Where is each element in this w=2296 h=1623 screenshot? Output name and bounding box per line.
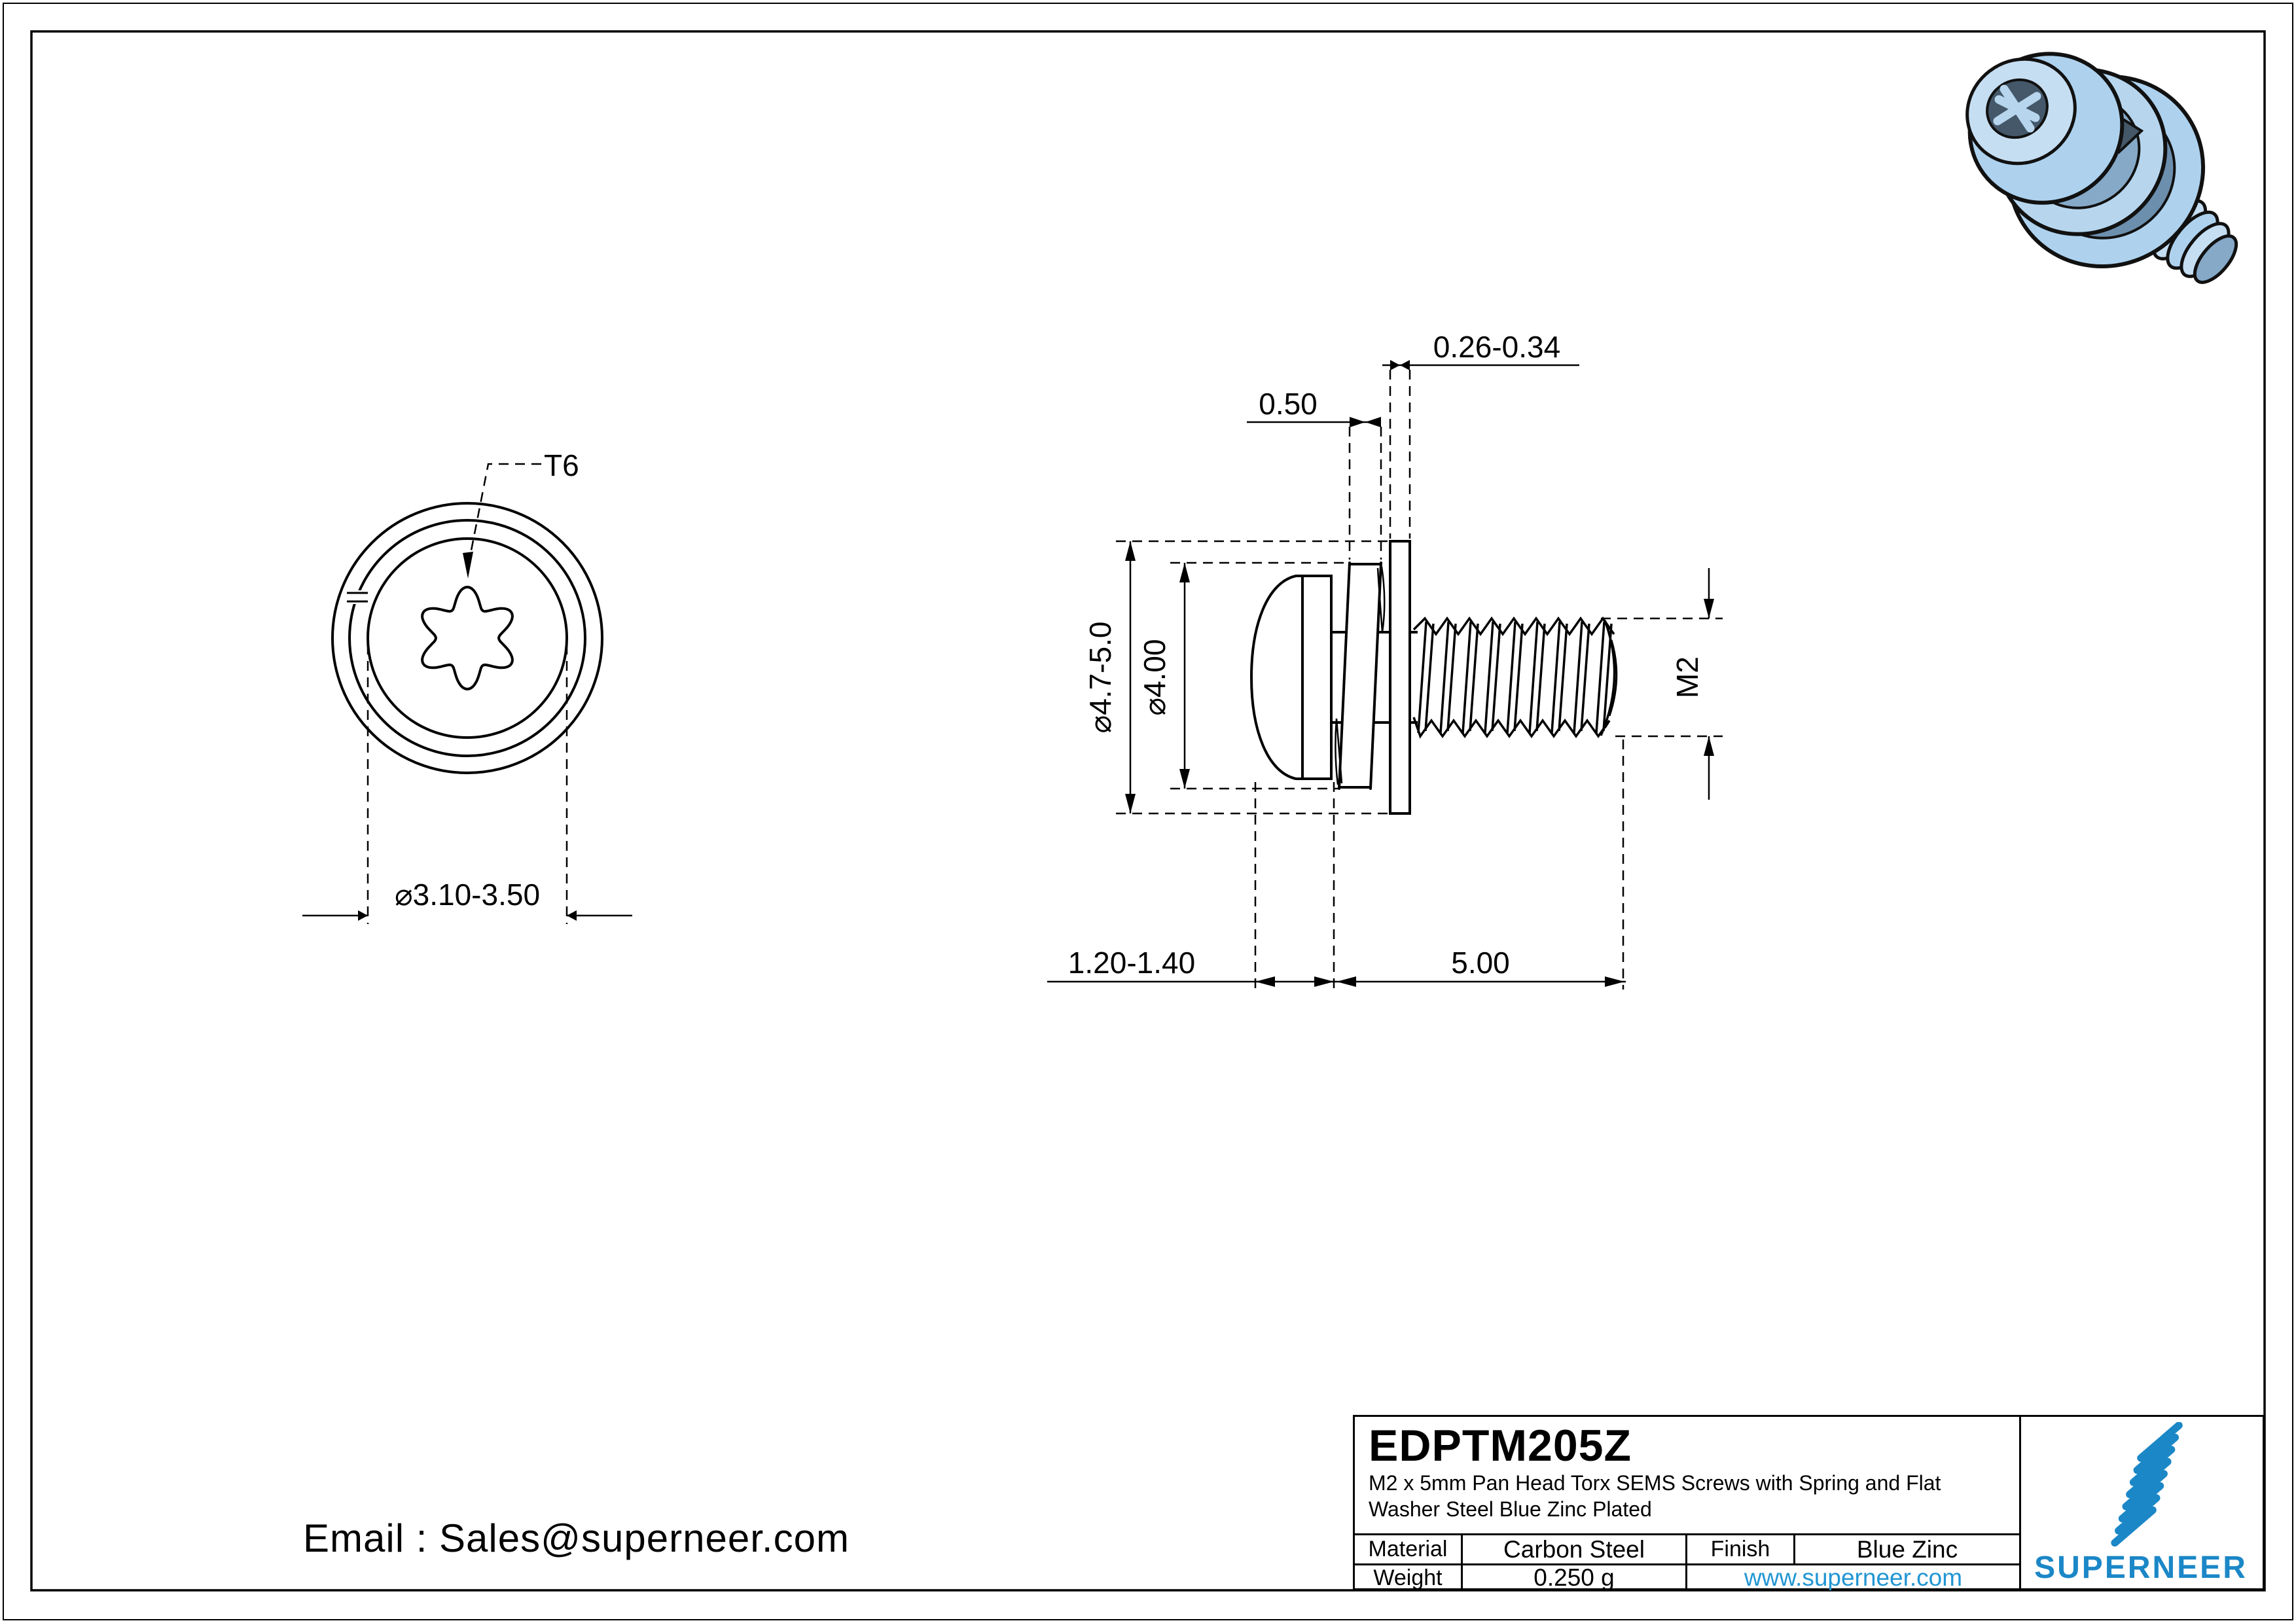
dimension-arrowhead-icon [1704, 599, 1714, 618]
spring-washer-split-cusp [1335, 718, 1343, 785]
brand-logo-stripe [2115, 1494, 2161, 1535]
material-finish-row: Material Carbon Steel Finish Blue Zinc [1355, 1533, 2019, 1563]
screw-3d-render [1965, 52, 2238, 284]
spring-washer-thickness-dimension: 0.50 [1259, 387, 1318, 421]
contact-email[interactable]: Email : Sales@superneer.com [303, 1516, 850, 1560]
head-diameter-dimension: ⌀3.10-3.50 [395, 878, 540, 912]
spring-washer-side [1335, 562, 1386, 790]
front-view: T6 ⌀3.10-3.50 [302, 448, 632, 924]
pan-head-side [1249, 575, 1333, 780]
dimension-arrowhead-icon [1350, 417, 1365, 427]
part-number: EDPTM205Z [1369, 1421, 1632, 1471]
dimension-arrowhead-icon [1365, 417, 1381, 427]
dimension-arrowhead-icon [1125, 541, 1136, 561]
flat-washer-thickness-dimension: 0.26-0.34 [1433, 330, 1560, 364]
dimension-thread-size: M2 [1601, 568, 1723, 800]
dimension-arrowhead-icon [1400, 360, 1410, 370]
flat-washer-outline-front [331, 502, 603, 774]
dimension-arrowhead-icon [1179, 769, 1190, 789]
spring-washer-body [1339, 563, 1381, 789]
part-description-line2: Washer Steel Blue Zinc Plated [1369, 1497, 1652, 1521]
material-label: Material [1355, 1535, 1463, 1563]
thread-profile [1412, 616, 1618, 739]
material-value: Carbon Steel [1463, 1535, 1687, 1563]
dimension-arrowhead-icon [1255, 976, 1275, 987]
side-view: 0.26-0.34 0.50 ⌀4.7-5.0 ⌀4.00 [1047, 330, 1723, 990]
dimension-flat-washer-thickness: 0.26-0.34 [1382, 330, 1579, 539]
dimension-arrowhead-icon [1704, 736, 1714, 756]
spring-washer-edges [1338, 562, 1382, 790]
thread-length-dimension: 5.00 [1451, 946, 1510, 980]
torx-callout-leader [469, 463, 541, 554]
flat-washer-od-dimension: ⌀4.7-5.0 [1083, 622, 1117, 734]
thread-end-curve [1600, 620, 1616, 736]
brand-logo-stripe [2129, 1446, 2176, 1486]
brand-logo-stripe [2118, 1482, 2164, 1523]
brand-logo-stripe [2122, 1470, 2168, 1510]
finish-label: Finish [1687, 1535, 1795, 1563]
brand-logo-cell: SUPERNEER [2019, 1417, 2263, 1588]
brand-logo-mark-icon [2111, 1422, 2183, 1546]
outer-page-border [3, 3, 2293, 1620]
weight-label: Weight [1355, 1565, 1463, 1590]
render-torx-recess [1986, 78, 2049, 139]
dimension-arrowhead-icon [1390, 360, 1400, 370]
finish-value: Blue Zinc [1856, 1535, 1958, 1563]
brand-name: SUPERNEER [2034, 1550, 2248, 1585]
dimension-arrowhead-icon [1314, 976, 1334, 987]
title-block-info: EDPTM205Z M2 x 5mm Pan Head Torx SEMS Sc… [1355, 1417, 2021, 1590]
dimension-spring-washer-od: ⌀4.00 [1138, 562, 1348, 790]
brand-logo-stripe [2126, 1457, 2172, 1499]
spring-washer-split-cusp [1376, 566, 1386, 633]
dimension-flat-washer-od: ⌀4.7-5.0 [1083, 540, 1411, 815]
weight-website-row: Weight 0.250 g www.superneer.com [1355, 1563, 2019, 1590]
flat-washer-side [1389, 540, 1411, 815]
dimension-arrowhead-icon [1125, 794, 1136, 813]
dimension-arrowhead-icon [567, 910, 577, 921]
dimension-arrowhead-icon [358, 910, 368, 921]
dimension-arrowhead-icon [1179, 563, 1190, 582]
drawing-frame [30, 30, 2266, 1592]
head-height-dimension: 1.20-1.40 [1068, 946, 1195, 980]
spring-washer-outline-front [348, 519, 586, 757]
thread-end-curve [1608, 639, 1618, 717]
torx-recess-outline [421, 585, 514, 691]
brand-logo-stripe [2133, 1433, 2179, 1474]
weight-value: 0.250 g [1463, 1565, 1687, 1590]
title-block: EDPTM205Z M2 x 5mm Pan Head Torx SEMS Sc… [1353, 1415, 2265, 1590]
pan-head-profile [1249, 575, 1333, 780]
brand-logo-stripe [2111, 1506, 2157, 1546]
dimension-arrowhead-icon [1336, 976, 1356, 987]
dimension-spring-washer-thickness: 0.50 [1247, 387, 1382, 560]
spring-washer-od-dimension: ⌀4.00 [1138, 639, 1172, 715]
part-description-line1: M2 x 5mm Pan Head Torx SEMS Screws with … [1369, 1471, 1941, 1495]
dimension-head-height-and-length: 1.20-1.40 5.00 [1047, 740, 1626, 990]
brand-logo-stripe [2137, 1422, 2183, 1462]
website-link[interactable]: www.superneer.com [1744, 1565, 1963, 1590]
pan-head-outline-front [367, 537, 568, 739]
part-description-cell: EDPTM205Z M2 x 5mm Pan Head Torx SEMS Sc… [1355, 1417, 2019, 1533]
thread-size-dimension: M2 [1670, 656, 1704, 698]
torx-callout-label: T6 [544, 448, 579, 482]
dimension-arrowhead-icon [1605, 976, 1624, 987]
leader-arrowhead-icon [463, 552, 473, 579]
